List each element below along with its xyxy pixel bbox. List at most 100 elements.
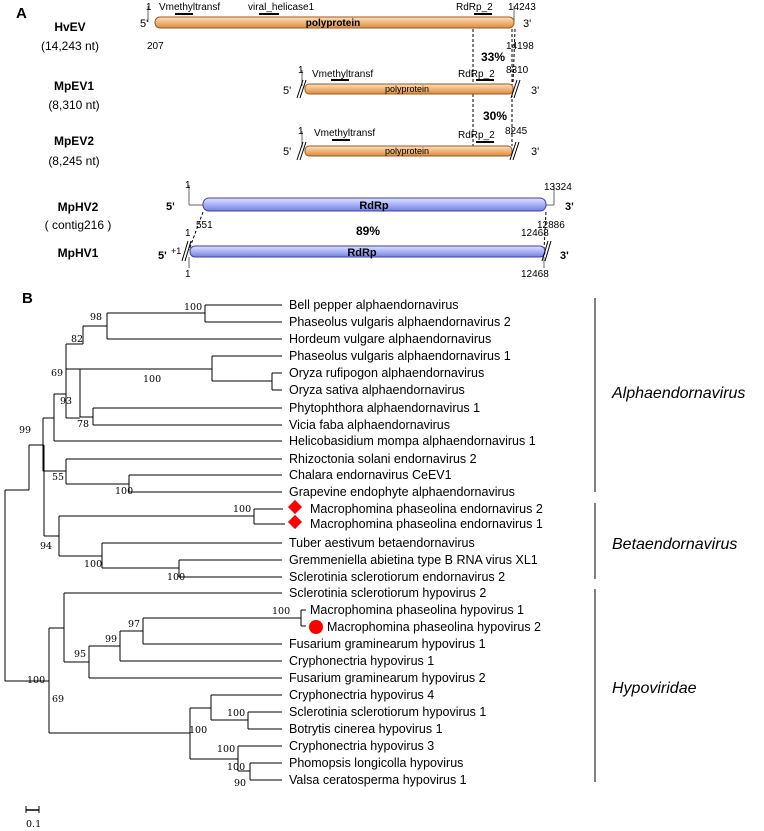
hvev-orf-bar xyxy=(154,16,515,29)
taxon-14: Macrophomina phaseolina endornavirus 1 xyxy=(310,517,543,531)
bootstrap-2: 98 xyxy=(90,312,102,323)
mphv1-start: 1 xyxy=(185,269,191,280)
taxon-28: Phomopsis longicolla hypovirus xyxy=(289,756,463,770)
clade-betaendornavirus: Betaendornavirus xyxy=(612,536,737,553)
bootstrap-4: 100 xyxy=(143,374,161,385)
bootstrap-18: 95 xyxy=(74,649,86,660)
mphv2-start: 1 xyxy=(185,180,191,191)
identity-89: 89% xyxy=(356,224,380,238)
taxon-9: Helicobasidium mompa alphaendornavirus 1 xyxy=(289,434,536,448)
hvev-domain-3: RdRp_2 xyxy=(456,2,493,13)
bootstrap-16: 97 xyxy=(128,619,140,630)
mphv2-sub-end: 12886 xyxy=(537,220,565,231)
mphv2-sub-mid: 12468 xyxy=(521,228,549,239)
mpev1-name: MpEV1 xyxy=(54,79,94,93)
bootstrap-8: 99 xyxy=(19,425,31,436)
taxon-22: Cryphonectria hypovirus 1 xyxy=(289,654,434,668)
taxon-20: Macrophomina phaseolina hypovirus 2 xyxy=(327,620,541,634)
panel-a-label: A xyxy=(16,5,27,22)
mpev2-domain-1: Vmethyltransf xyxy=(314,128,375,139)
taxon-13: Macrophomina phaseolina endornavirus 2 xyxy=(310,502,543,516)
mphv2-orf-label: RdRp xyxy=(359,200,389,212)
taxon-7: Phytophthora alphaendornavirus 1 xyxy=(289,401,480,415)
mphv1-break-4 xyxy=(544,240,552,262)
mpev1-orf-bar xyxy=(304,83,514,95)
mpev2-break-3 xyxy=(509,141,517,161)
mpev1-domain-1: Vmethyltransf xyxy=(312,69,373,80)
mphv2-name: MpHV2 xyxy=(58,200,99,214)
mphv2-length: ( contig216 ) xyxy=(45,218,112,232)
mphv1-break-3 xyxy=(541,240,549,262)
genome-hvev: HvEV (14,243 nt) 5' 3' 1 14243 polyprote… xyxy=(41,2,536,53)
mphv1-top-start: 1 xyxy=(185,228,191,239)
bootstrap-7: 78 xyxy=(77,419,89,430)
mphv1-name: MpHV1 xyxy=(58,246,99,260)
genome-mphv1: MpHV1 5' +1 3' 1 RdRp 1 12468 xyxy=(58,228,569,280)
taxon-5: Oryza rufipogon alphaendornavirus xyxy=(289,366,484,380)
bootstrap-1: 100 xyxy=(184,302,202,313)
hvev-length: (14,243 nt) xyxy=(41,39,99,53)
mpev1-5prime: 5' xyxy=(283,85,291,97)
taxon-15: Tuber aestivum betaendornavirus xyxy=(289,536,475,550)
mpev1-length: (8,310 nt) xyxy=(48,98,99,112)
taxon-4: Phaseolus vulgaris alphaendornavirus 1 xyxy=(289,349,511,363)
connector-end xyxy=(512,28,516,85)
new-virus-markers xyxy=(287,499,323,634)
mpev2-end: 8245 xyxy=(505,126,528,137)
genome-mpev2: MpEV2 (8,245 nt) 5' 3' 1 8245 polyprotei… xyxy=(48,126,539,168)
mpev1-break-1 xyxy=(296,79,304,99)
hvev-orf-label: polyprotein xyxy=(306,18,360,29)
taxon-8: Vicia faba alphaendornavirus xyxy=(289,418,450,432)
bootstrap-15: 100 xyxy=(272,606,290,617)
bootstrap-12: 94 xyxy=(40,541,52,552)
bootstrap-3: 82 xyxy=(71,334,83,345)
mphv2-end: 13324 xyxy=(544,182,572,193)
hvev-end: 14243 xyxy=(508,2,536,13)
mpev2-5prime: 5' xyxy=(283,146,291,158)
bootstrap-values: 100 98 82 100 69 93 78 99 55 100 100 94 … xyxy=(19,302,290,789)
mpev2-break-2 xyxy=(299,141,307,161)
taxon-6: Oryza sativa alphaendornavirus xyxy=(289,383,465,397)
mpev1-domain-2: RdRp_2 xyxy=(458,69,495,80)
scale-bar: 0.1 xyxy=(25,806,41,830)
taxon-12: Grapevine endophyte alphaendornavirus xyxy=(289,485,515,499)
bootstrap-13: 100 xyxy=(84,559,102,570)
identity-30: 30% xyxy=(483,109,507,123)
taxon-17: Sclerotinia sclerotiorum endornavirus 2 xyxy=(289,570,505,584)
mphv1-3prime: 3' xyxy=(560,250,569,262)
mpev1-break-2 xyxy=(299,79,307,99)
taxon-2: Phaseolus vulgaris alphaendornavirus 2 xyxy=(289,315,511,329)
hvev-start: 1 xyxy=(146,2,152,13)
taxon-27: Cryphonectria hypovirus 3 xyxy=(289,739,434,753)
taxon-21: Fusarium graminearum hypovirus 1 xyxy=(289,637,486,651)
diamond-marker-mpev1 xyxy=(287,514,303,530)
bootstrap-11: 100 xyxy=(233,504,251,515)
taxon-23: Fusarium graminearum hypovirus 2 xyxy=(289,671,486,685)
mpev2-orf-label: polyprotein xyxy=(385,146,429,156)
mphv1-break-2 xyxy=(184,240,192,262)
panel-b: B Bell pepper alphaendornavirus Phaseolu… xyxy=(4,290,745,830)
clade-hypoviridae: Hypoviridae xyxy=(612,680,697,697)
bootstrap-22: 100 xyxy=(189,725,207,736)
bootstrap-21: 100 xyxy=(227,708,245,719)
mpev1-break-3 xyxy=(510,79,518,99)
mpev1-start: 1 xyxy=(298,65,304,76)
identity-33: 33% xyxy=(481,50,505,64)
clade-alphaendornavirus: Alphaendornavirus xyxy=(611,385,745,402)
bootstrap-20: 69 xyxy=(52,694,64,705)
panel-b-label: B xyxy=(22,290,33,307)
mpev2-break-4 xyxy=(512,141,520,161)
taxon-10: Rhizoctonia solani endornavirus 2 xyxy=(289,452,477,466)
taxon-1: Bell pepper alphaendornavirus xyxy=(289,298,459,312)
taxon-3: Hordeum vulgare alphaendornavirus xyxy=(289,332,491,346)
hvev-domain-1: Vmethyltransf xyxy=(159,2,220,13)
mphv2-orf-bar xyxy=(202,197,547,212)
mphv-connector-left xyxy=(188,211,204,251)
taxon-25: Sclerotinia sclerotiorum hypovirus 1 xyxy=(289,705,486,719)
mphv-connector-right xyxy=(543,211,547,251)
taxon-29: Valsa ceratosperma hypovirus 1 xyxy=(289,773,467,787)
taxon-16: Gremmeniella abietina type B RNA virus X… xyxy=(289,553,538,567)
mphv1-break-1 xyxy=(181,240,189,262)
hvev-sub-start: 207 xyxy=(147,41,164,52)
mphv2-3prime: 3' xyxy=(565,201,574,213)
